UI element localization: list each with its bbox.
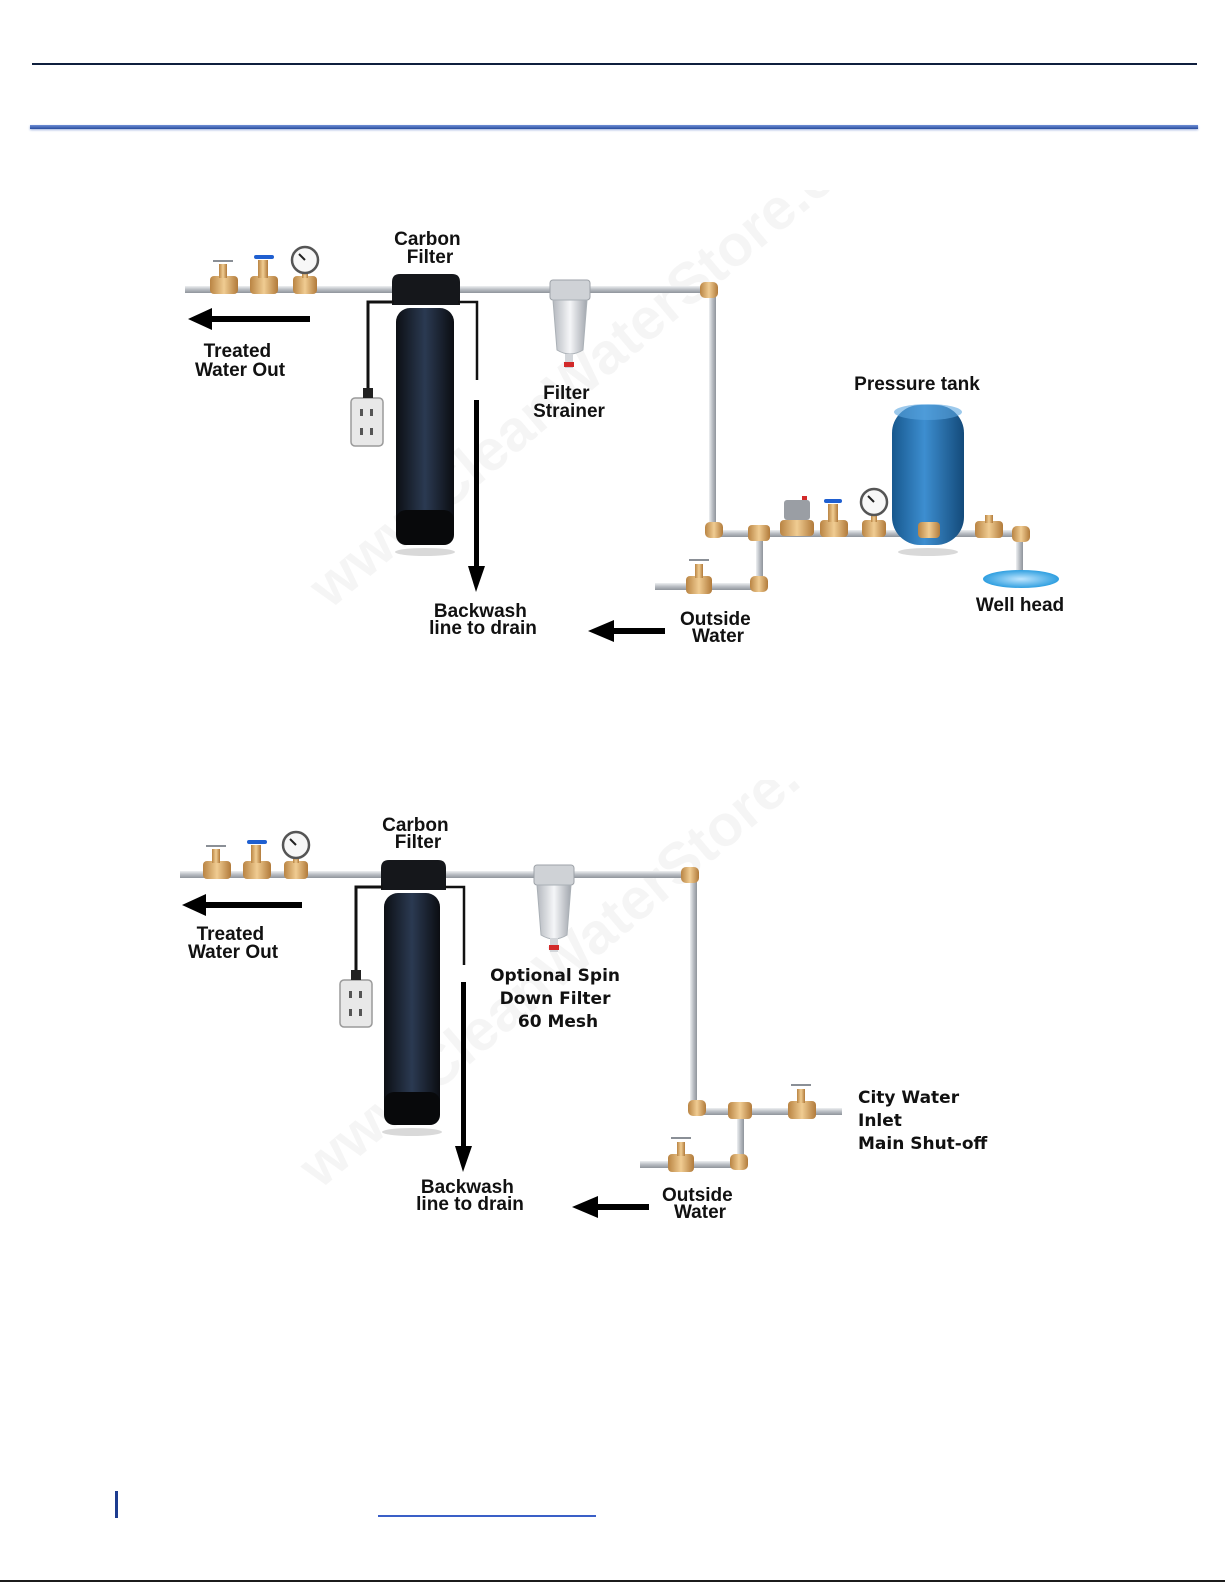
elbow-fitting bbox=[700, 282, 718, 298]
tee-fitting bbox=[748, 525, 770, 541]
tee-fitting bbox=[728, 1102, 752, 1119]
electrical-outlet-icon bbox=[351, 388, 383, 446]
city-inlet-pipe bbox=[694, 1108, 842, 1115]
vertical-pipe bbox=[690, 875, 697, 1107]
well-head-label: Well head bbox=[976, 595, 1064, 616]
electrical-outlet-icon bbox=[340, 970, 372, 1027]
carbon-filter-tank bbox=[392, 274, 460, 556]
treated-water-label: Treated Water Out bbox=[195, 341, 286, 381]
backwash-label: Backwash line to drain bbox=[416, 1177, 524, 1215]
pressure-gauge-icon bbox=[292, 247, 318, 294]
outside-water-label: Outside Water bbox=[662, 1185, 738, 1223]
treated-water-arrow bbox=[188, 308, 310, 330]
city-water-diagram: www.CleanWaterStore.com Treated Water Ou… bbox=[0, 780, 1225, 1260]
hose-bib-valve bbox=[210, 261, 238, 294]
header-top-rule bbox=[32, 63, 1197, 65]
outside-water-arrow bbox=[572, 1196, 649, 1218]
pressure-tank-label: Pressure tank bbox=[854, 374, 980, 395]
city-water-label: City Water Inlet Main Shut-off bbox=[858, 1088, 988, 1154]
outside-water-label: Outside Water bbox=[680, 609, 756, 647]
vertical-pipe bbox=[709, 290, 716, 530]
elbow-fitting bbox=[750, 576, 768, 592]
backwash-line bbox=[445, 887, 464, 965]
elbow-fitting bbox=[688, 1100, 706, 1116]
backwash-line bbox=[458, 302, 477, 380]
well-water-diagram: www.CleanWaterStore.com Treated Water Ou… bbox=[0, 190, 1225, 670]
elbow-fitting bbox=[705, 522, 723, 538]
carbon-filter-label: Carbon Filter bbox=[394, 229, 466, 268]
hose-bib-valve bbox=[686, 560, 712, 594]
elbow-fitting bbox=[1012, 526, 1030, 542]
power-cord bbox=[368, 302, 394, 390]
elbow-fitting bbox=[681, 867, 699, 883]
pressure-switch bbox=[780, 496, 814, 536]
hose-bib-valve bbox=[668, 1138, 694, 1172]
page-bottom-rule bbox=[0, 1580, 1225, 1582]
pressure-gauge-icon bbox=[283, 832, 309, 879]
check-valve bbox=[975, 515, 1003, 538]
gate-valve bbox=[820, 499, 848, 537]
hose-bib-valve bbox=[203, 846, 231, 879]
filter-strainer-label: Filter Strainer bbox=[533, 383, 605, 422]
footer-accent-bar bbox=[115, 1491, 118, 1518]
power-cord bbox=[356, 887, 383, 975]
pressure-gauge-icon bbox=[861, 489, 887, 537]
outside-water-arrow bbox=[588, 620, 665, 642]
carbon-filter-label: Carbon Filter bbox=[382, 815, 454, 853]
treated-water-arrow bbox=[182, 894, 302, 916]
header-blue-rule bbox=[30, 125, 1198, 129]
footer-link-underline[interactable] bbox=[378, 1515, 596, 1517]
well-head-icon bbox=[983, 570, 1059, 588]
gate-valve bbox=[250, 255, 278, 294]
backwash-label: Backwash line to drain bbox=[429, 601, 537, 639]
tank-tee-fitting bbox=[918, 522, 940, 538]
gate-valve bbox=[243, 840, 271, 879]
treated-water-label: Treated Water Out bbox=[188, 924, 279, 963]
carbon-filter-tank bbox=[381, 860, 446, 1136]
elbow-fitting bbox=[730, 1154, 748, 1170]
main-shutoff-valve bbox=[788, 1085, 816, 1119]
